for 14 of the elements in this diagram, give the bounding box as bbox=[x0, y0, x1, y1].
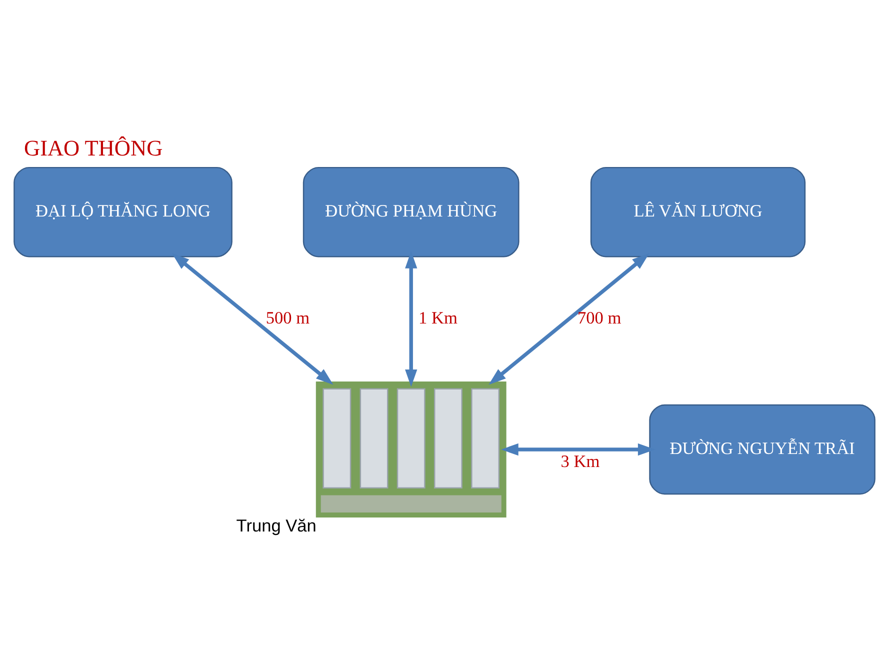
edge-label: 500 m bbox=[265, 308, 310, 328]
edge-label: 700 m bbox=[576, 308, 621, 328]
diagram-title: GIAO THÔNG bbox=[24, 135, 162, 160]
node-box: ĐẠI LỘ THĂNG LONG bbox=[13, 166, 232, 257]
arrow bbox=[404, 250, 417, 386]
edge-label: 3 Km bbox=[560, 452, 600, 471]
arrow bbox=[488, 252, 649, 384]
node-box: ĐƯỜNG NGUYỄN TRÃI bbox=[648, 404, 875, 494]
arrow bbox=[171, 252, 333, 384]
node-box: LÊ VĂN LƯƠNG bbox=[590, 166, 806, 257]
node-label: Trung Văn bbox=[236, 514, 316, 535]
node-box: ĐƯỜNG PHẠM HÙNG bbox=[302, 166, 519, 257]
edge-label: 1 Km bbox=[418, 308, 457, 328]
node-picture bbox=[315, 381, 506, 517]
